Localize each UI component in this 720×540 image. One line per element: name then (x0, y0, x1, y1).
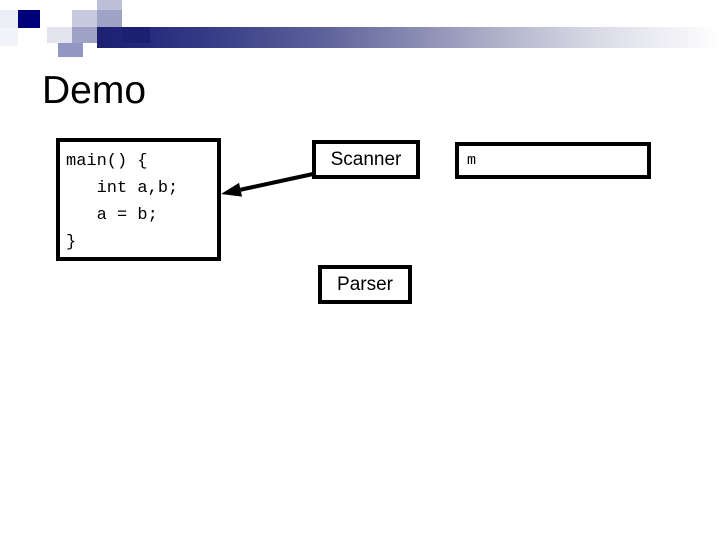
scanner-to-code-arrow (221, 172, 314, 197)
square-pale-2 (0, 28, 18, 46)
square-navy-block (122, 27, 150, 43)
square-lilac-4 (72, 27, 97, 43)
square-lilac-2 (97, 0, 122, 10)
header-gradient-band (97, 27, 720, 48)
scanner-box-label: Scanner (330, 148, 402, 170)
code-snippet-text: main() { int a,b; a = b; } (66, 152, 179, 252)
page-title: Demo (42, 69, 147, 112)
scanner-box: Scanner (312, 140, 420, 179)
square-pale-1 (0, 10, 18, 28)
parser-box-label: Parser (337, 273, 393, 295)
square-lilac-3 (97, 10, 122, 27)
token-output-label: m (467, 151, 477, 169)
square-navy-dark (18, 10, 40, 28)
square-periwinkle (58, 43, 83, 57)
square-pale-3 (47, 27, 72, 43)
parser-box: Parser (318, 265, 412, 304)
code-box: main() { int a,b; a = b; } (56, 138, 221, 261)
square-lilac-1 (72, 10, 97, 27)
token-output-box: m (455, 142, 651, 179)
